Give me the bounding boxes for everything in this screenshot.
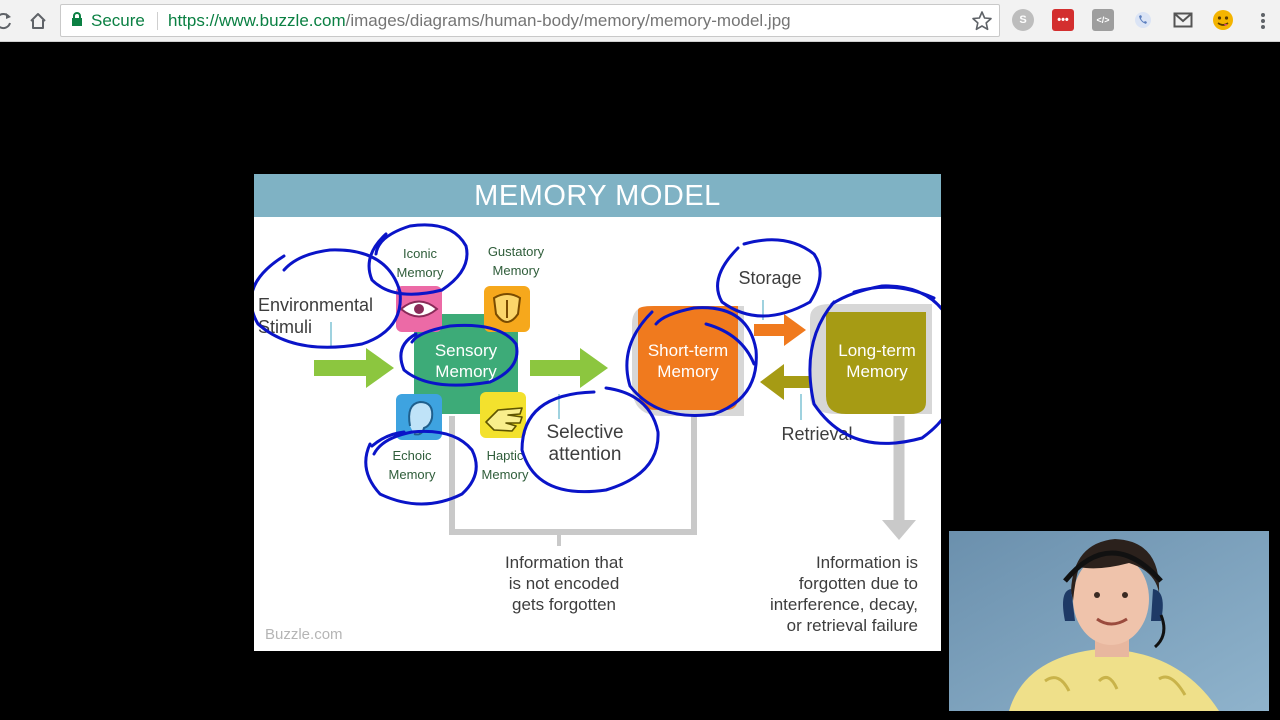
hand-icon <box>480 392 526 438</box>
iconic-line2: Memory <box>396 265 444 280</box>
reload-icon[interactable] <box>0 9 16 33</box>
gustatory-memory-label: Gustatory Memory <box>480 242 552 280</box>
echoic-circle <box>364 429 478 506</box>
skype-extension-icon[interactable]: S <box>1012 9 1034 31</box>
webcam-overlay <box>949 531 1269 711</box>
secure-indicator[interactable]: Secure <box>71 5 145 36</box>
not-encoded-line2: is not encoded <box>508 574 620 593</box>
short-term-circle <box>625 306 758 417</box>
code-extension-icon[interactable]: </> <box>1092 9 1114 31</box>
environmental-line2: Stimuli <box>258 317 313 337</box>
address-bar[interactable]: Secure https://www.buzzle.com/images/dia… <box>60 4 1000 37</box>
emoji-extension-icon[interactable] <box>1212 9 1234 31</box>
diagram-title: MEMORY MODEL <box>474 180 721 212</box>
environmental-stimuli-label: Environmental Stimuli <box>258 294 373 338</box>
selective-attention-label: Selective attention <box>530 422 640 466</box>
browser-toolbar: Secure https://www.buzzle.com/images/dia… <box>0 0 1280 42</box>
selective-line1: Selective <box>546 422 624 443</box>
sensory-memory-box <box>414 314 518 414</box>
tongue-icon <box>484 286 530 332</box>
home-icon[interactable] <box>26 9 50 33</box>
url-host: https://www.buzzle.com <box>168 11 346 30</box>
watermark: Buzzle.com <box>265 626 343 643</box>
iconic-circle <box>367 223 469 296</box>
sensory-line1: Sensory <box>434 341 498 360</box>
haptic-memory-label: Haptic Memory <box>474 446 536 484</box>
star-icon[interactable] <box>971 10 993 32</box>
storage-label: Storage <box>738 268 802 288</box>
ear-icon <box>396 394 442 440</box>
diagram-graphics <box>314 286 932 546</box>
not-encoded-line1: Information that <box>504 553 624 572</box>
forgotten-line3: interference, decay, <box>769 595 918 614</box>
not-encoded-caption: Information that is not encoded gets for… <box>484 552 644 615</box>
sensory-memory-label: Sensory Memory <box>416 340 516 382</box>
storage-circle <box>716 238 822 318</box>
selective-line2: attention <box>548 444 622 465</box>
forgotten-line4: or retrieval failure <box>786 616 918 635</box>
forgotten-caption: Information is forgotten due to interfer… <box>728 552 918 636</box>
environmental-line1: Environmental <box>258 295 374 315</box>
ink-annotations <box>254 223 941 506</box>
gustatory-line2: Memory <box>492 263 540 278</box>
haptic-line2: Memory <box>481 467 529 482</box>
gustatory-line1: Gustatory <box>487 244 545 259</box>
forgotten-down-arrow <box>882 520 916 540</box>
long-term-memory-box <box>826 312 926 414</box>
url-separator <box>157 12 158 30</box>
sensory-circle <box>399 323 519 387</box>
url-text[interactable]: https://www.buzzle.com/images/diagrams/h… <box>168 5 791 36</box>
sensory-line2: Memory <box>435 362 497 381</box>
secure-label: Secure <box>91 10 145 30</box>
short-term-memory-label: Short-term Memory <box>638 340 738 382</box>
retrieval-arrow <box>760 364 826 400</box>
gmail-extension-icon[interactable] <box>1172 9 1194 31</box>
lastpass-extension-icon[interactable]: ••• <box>1052 9 1074 31</box>
echoic-line2: Memory <box>388 467 436 482</box>
selective-circle <box>520 386 660 494</box>
long-term-line2: Memory <box>846 362 908 381</box>
diagram-title-bar <box>254 174 941 217</box>
memory-model-diagram: MEMORY MODEL <box>254 174 941 651</box>
echoic-line1: Echoic <box>392 448 432 463</box>
iconic-line1: Iconic <box>403 246 437 261</box>
environmental-circle <box>254 248 402 349</box>
storage-arrow <box>754 314 806 346</box>
long-term-memory-label: Long-term Memory <box>826 340 928 382</box>
webcam-person-image <box>949 531 1269 711</box>
short-term-line2: Memory <box>657 362 719 381</box>
forgotten-line2: forgotten due to <box>798 574 918 593</box>
haptic-line1: Haptic <box>486 448 524 463</box>
long-term-line1: Long-term <box>838 341 916 360</box>
stimuli-arrow <box>314 348 394 388</box>
short-term-line1: Short-term <box>647 341 729 360</box>
lock-icon <box>71 11 83 31</box>
eye-icon <box>396 286 442 332</box>
echoic-memory-label: Echoic Memory <box>384 446 440 484</box>
url-path: /images/diagrams/human-body/memory/memor… <box>345 11 791 30</box>
forgotten-line1: Information is <box>815 553 918 572</box>
iconic-memory-label: Iconic Memory <box>392 244 448 282</box>
short-term-memory-box <box>638 306 738 410</box>
phone-extension-icon[interactable] <box>1132 9 1154 31</box>
retrieval-label: Retrieval <box>781 424 853 444</box>
selective-arrow <box>530 348 608 388</box>
long-term-circle <box>808 284 941 445</box>
not-encoded-line3: gets forgotten <box>512 595 616 614</box>
kebab-menu-icon[interactable] <box>1251 9 1275 33</box>
